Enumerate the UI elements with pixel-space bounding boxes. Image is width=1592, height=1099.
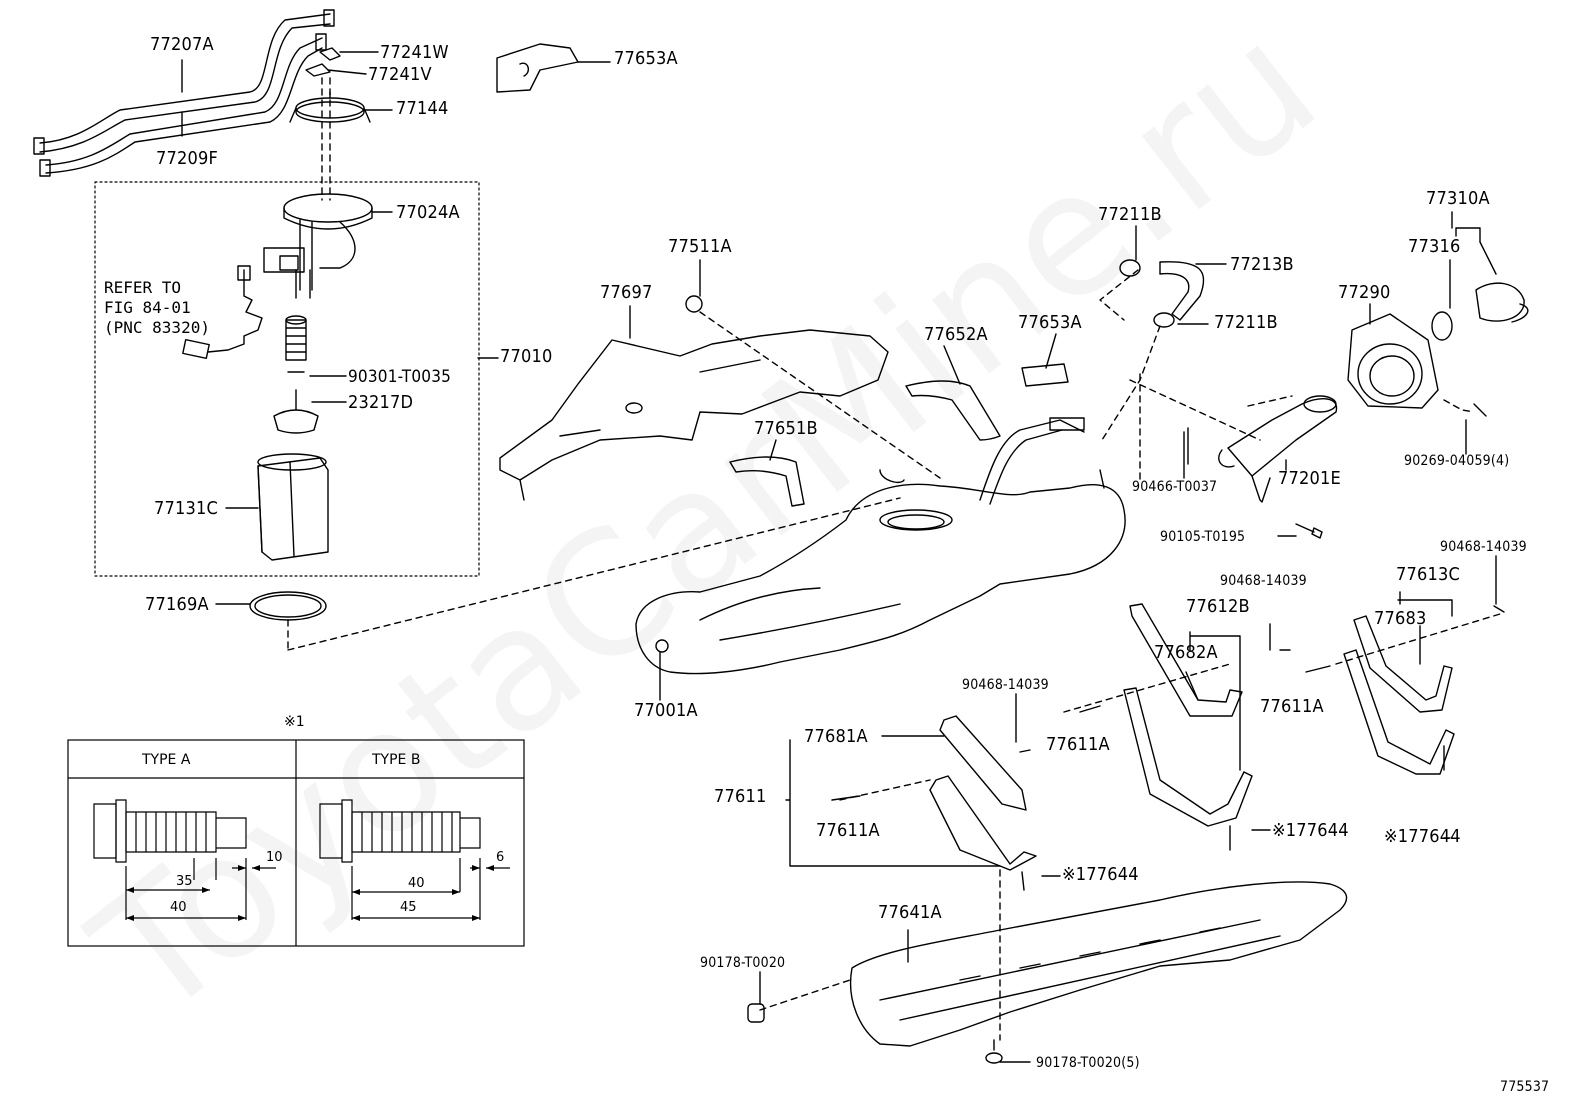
callout-77612B: 77612B bbox=[1186, 596, 1250, 617]
bolt-spec-table bbox=[67, 739, 525, 947]
note-mark: ※1 bbox=[284, 714, 305, 730]
callout-90466-T0037: 90466-T0037 bbox=[1132, 479, 1218, 495]
callout-77611A-c: 77611A bbox=[1260, 696, 1324, 717]
callout-77169A: 77169A bbox=[145, 594, 209, 615]
callout-77652A: 77652A bbox=[924, 324, 988, 345]
callout-77241V: 77241V bbox=[368, 64, 432, 85]
callout-77641A: 77641A bbox=[878, 902, 942, 923]
callout-90105-T0195: 90105-T0195 bbox=[1160, 529, 1246, 545]
callout-23217D: 23217D bbox=[348, 392, 414, 413]
type-b-title: TYPE B bbox=[372, 752, 421, 768]
callout-77024A: 77024A bbox=[396, 202, 460, 223]
callout-77144: 77144 bbox=[396, 98, 449, 119]
callout-90468-14039-a: 90468-14039 bbox=[962, 677, 1049, 693]
callout-77611A-a: 77611A bbox=[816, 820, 880, 841]
callout-77316: 77316 bbox=[1408, 236, 1461, 257]
callout-77644-c: ※177644 bbox=[1384, 826, 1461, 847]
callout-77511A: 77511A bbox=[668, 236, 732, 257]
callout-90178-T0020-5: 90178-T0020(5) bbox=[1036, 1055, 1140, 1071]
type-a-dim-3: 40 bbox=[170, 900, 187, 915]
callout-90468-14039-b: 90468-14039 bbox=[1220, 573, 1307, 589]
callout-77001A: 77001A bbox=[634, 700, 698, 721]
callout-77681A: 77681A bbox=[804, 726, 868, 747]
callout-90178-T0020: 90178-T0020 bbox=[700, 955, 786, 971]
type-b-dim-2: 40 bbox=[408, 876, 425, 891]
type-a-title: TYPE A bbox=[142, 752, 191, 768]
callout-90301-T0035: 90301-T0035 bbox=[348, 367, 452, 387]
callout-90468-14039-c: 90468-14039 bbox=[1440, 539, 1527, 555]
callout-77644-a: ※177644 bbox=[1062, 864, 1139, 885]
callout-77651B: 77651B bbox=[754, 418, 818, 439]
diagram-id: 775537 bbox=[1500, 1079, 1550, 1095]
type-b-dim-3: 45 bbox=[400, 900, 417, 915]
callout-77611A-b: 77611A bbox=[1046, 734, 1110, 755]
callout-77611: 77611 bbox=[714, 786, 767, 807]
callout-77290: 77290 bbox=[1338, 282, 1391, 303]
callout-77211B-bot: 77211B bbox=[1214, 312, 1278, 333]
callout-77653A-mid: 77653A bbox=[1018, 312, 1082, 333]
callout-77201E: 77201E bbox=[1278, 468, 1341, 489]
callout-77209F: 77209F bbox=[156, 148, 219, 169]
callout-77010: 77010 bbox=[500, 346, 553, 367]
type-a-dim-2: 35 bbox=[176, 874, 193, 889]
callout-77653A-top: 77653A bbox=[614, 48, 678, 69]
callout-77213B: 77213B bbox=[1230, 254, 1294, 275]
callout-77211B-top: 77211B bbox=[1098, 204, 1162, 225]
refer-note: REFER TO FIG 84-01 (PNC 83320) bbox=[104, 278, 210, 337]
callout-77697: 77697 bbox=[600, 282, 653, 303]
callout-77310A: 77310A bbox=[1426, 188, 1490, 209]
callout-77644-b: ※177644 bbox=[1272, 820, 1349, 841]
callout-90269-04059: 90269-04059(4) bbox=[1404, 453, 1510, 469]
callout-77613C: 77613C bbox=[1396, 564, 1461, 585]
type-a-dim-1: 10 bbox=[266, 850, 283, 865]
callout-77207A: 77207A bbox=[150, 34, 214, 55]
fuel-line-77207A bbox=[33, 9, 335, 177]
callout-77131C: 77131C bbox=[154, 498, 219, 519]
type-b-dim-1: 6 bbox=[496, 850, 505, 865]
callout-77683: 77683 bbox=[1374, 608, 1427, 629]
callout-77241W: 77241W bbox=[380, 42, 449, 63]
callout-77682A: 77682A bbox=[1154, 642, 1218, 663]
